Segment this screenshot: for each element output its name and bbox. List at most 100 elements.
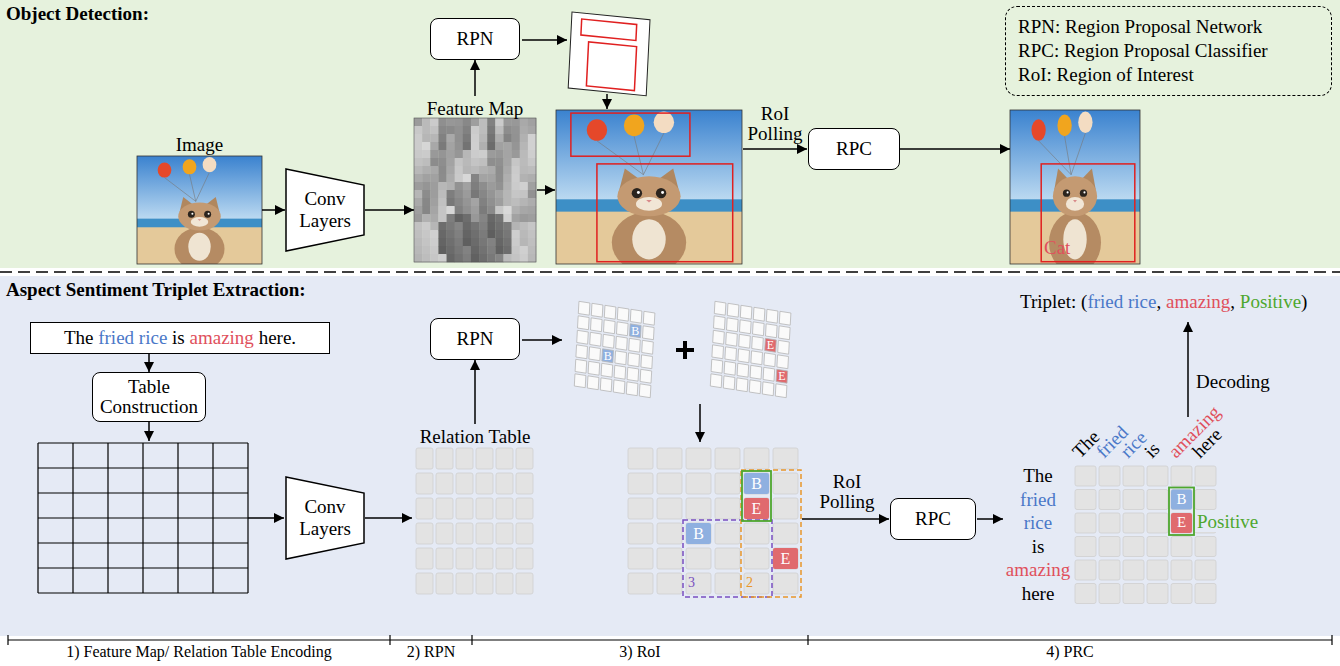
table-cell xyxy=(456,523,473,544)
feature-pixel xyxy=(463,246,471,254)
table-cell xyxy=(777,355,789,369)
eye-glint xyxy=(191,213,193,215)
table-cell xyxy=(1123,466,1144,486)
feature-pixel xyxy=(471,126,479,134)
feature-pixel xyxy=(471,254,479,262)
feature-pixel xyxy=(471,246,479,254)
table-cell xyxy=(744,523,769,544)
table-cell xyxy=(779,326,791,340)
table-cell xyxy=(496,498,513,519)
table-cell xyxy=(724,361,736,375)
text-run xyxy=(254,327,259,348)
table-cell xyxy=(516,498,533,519)
image-figure: Image xyxy=(137,132,262,264)
feature-pixel xyxy=(430,158,438,166)
table-cell xyxy=(476,573,493,594)
table-cell xyxy=(416,548,433,569)
table-cell xyxy=(1195,466,1216,486)
feature-pixel xyxy=(455,182,463,190)
feature-pixel xyxy=(438,118,446,126)
feature-pixel xyxy=(520,246,528,254)
feature-pixel xyxy=(471,238,479,246)
table-cell xyxy=(1195,537,1216,557)
feature-pixel xyxy=(422,166,430,174)
balloon-string xyxy=(196,172,210,201)
balloon xyxy=(654,112,674,134)
table-cell xyxy=(1195,490,1216,510)
arrow-label: RoI Polling xyxy=(807,472,887,512)
table-cell xyxy=(615,351,627,365)
table-cell xyxy=(744,573,769,594)
feature-pixel xyxy=(503,190,511,198)
feature-pixel xyxy=(438,174,446,182)
table-cell xyxy=(753,322,765,336)
feature-pixel xyxy=(479,222,487,230)
feature-pixel xyxy=(438,222,446,230)
table-cell xyxy=(1075,584,1096,604)
feature-pixel xyxy=(520,158,528,166)
feature-pixel xyxy=(479,206,487,214)
feature-pixel xyxy=(503,142,511,150)
feature-pixel xyxy=(463,206,471,214)
feature-pixel xyxy=(512,190,520,198)
feature-pixel xyxy=(447,230,455,238)
feature-pixel xyxy=(422,190,430,198)
sand xyxy=(137,227,262,264)
feature-pixel xyxy=(438,166,446,174)
feature-pixel xyxy=(430,126,438,134)
table-cell xyxy=(715,548,740,569)
feature-pixel xyxy=(447,246,455,254)
feature-pixel xyxy=(414,126,422,134)
photo xyxy=(1010,110,1140,264)
balloon xyxy=(203,157,217,172)
feature-pixel xyxy=(447,182,455,190)
proposal-sheet xyxy=(568,12,650,96)
table-cell xyxy=(416,523,433,544)
feature-pixel xyxy=(463,222,471,230)
table-line xyxy=(177,443,178,593)
feature-pixel xyxy=(422,174,430,182)
feature-pixel xyxy=(495,206,503,214)
feature-pixel xyxy=(422,126,430,134)
cell-tag: B xyxy=(1176,492,1186,508)
cell-tag: E xyxy=(778,370,785,383)
feature-pixel xyxy=(422,198,430,206)
cat-head xyxy=(1053,176,1097,216)
sand xyxy=(556,212,742,264)
feature-pixel xyxy=(430,230,438,238)
table-cell xyxy=(657,548,682,569)
table-cell xyxy=(738,349,750,363)
feature-pixel xyxy=(479,254,487,262)
table-cell xyxy=(727,318,739,332)
balloon xyxy=(1078,112,1092,134)
empty-table xyxy=(38,443,248,593)
feature-pixel xyxy=(512,206,520,214)
stage-label: 1) Feature Map/ Relation Table Encoding xyxy=(66,644,332,661)
feature-pixel xyxy=(520,222,528,230)
feature-pixel xyxy=(414,118,422,126)
table-cell xyxy=(1171,537,1192,557)
arrow-line xyxy=(977,518,1003,520)
feature-pixel xyxy=(422,182,430,190)
photo xyxy=(556,110,742,264)
feature-pixel xyxy=(438,134,446,142)
table-cell xyxy=(1075,537,1096,557)
text-run: is xyxy=(172,327,185,348)
text-run xyxy=(167,327,172,348)
feature-pixel xyxy=(414,222,422,230)
feature-pixel xyxy=(479,118,487,126)
feature-pixel xyxy=(512,222,520,230)
feature-pixel xyxy=(463,230,471,238)
table-cell xyxy=(628,573,653,594)
table-cell xyxy=(752,336,764,350)
feature-pixel xyxy=(414,150,422,158)
text-run: The xyxy=(64,327,94,348)
proposal-box xyxy=(597,164,733,262)
feature-pixel xyxy=(512,230,520,238)
feature-pixel xyxy=(503,198,511,206)
table-cell xyxy=(773,448,798,469)
feature-pixel xyxy=(471,134,479,142)
feature-pixel xyxy=(495,182,503,190)
table-cell xyxy=(591,318,603,332)
panel: Object Detection:RPN: Region Proposal Ne… xyxy=(0,0,1340,268)
